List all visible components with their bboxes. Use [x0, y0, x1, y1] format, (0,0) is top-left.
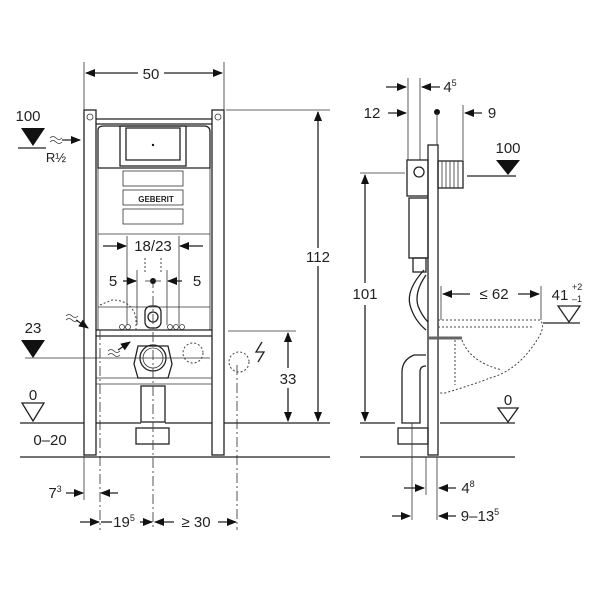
- water-connection-label: R½: [46, 150, 66, 165]
- side-depth-top-label: 45: [443, 78, 456, 96]
- frame: GEBERIT: [83, 109, 225, 456]
- mounting-holes: [119, 324, 185, 330]
- water-wave-icon: [65, 314, 79, 322]
- power-connection: [228, 341, 266, 373]
- water-inlet-height-label: 100: [15, 108, 40, 125]
- bowl-projection-label: ≤ 62: [479, 286, 508, 303]
- frame-height-label: 101: [352, 286, 377, 303]
- offset-left-label: 5: [109, 273, 117, 290]
- drain-height-label: 23: [25, 320, 42, 337]
- leg-offset-label: 73: [48, 484, 61, 502]
- water-wave-icon: [49, 136, 63, 144]
- power-height-label: 33: [280, 371, 297, 388]
- inlet-depth-label: 9: [488, 105, 496, 122]
- brand-logo: GEBERIT: [138, 195, 174, 204]
- offset-right-label: 5: [193, 273, 201, 290]
- side-view: 45 12 9 101 100: [352, 78, 582, 525]
- power-offset-label: ≥ 30: [181, 514, 210, 531]
- foot-depth-label: 48: [461, 479, 474, 497]
- cistern-depth-label: 12: [364, 105, 381, 122]
- water-inlet-marker: 100 R½: [15, 108, 81, 165]
- height-label: 112: [306, 249, 330, 266]
- width-label: 50: [143, 66, 160, 83]
- wall-distance-label: 9–135: [461, 507, 499, 525]
- supply-box: [182, 342, 204, 364]
- water-wave-icon: [107, 349, 121, 357]
- drain-height-marker: 23: [21, 314, 210, 359]
- flush-plate-spacing-label: 18/23: [134, 238, 172, 255]
- electric-bolt-icon: [254, 341, 266, 363]
- front-view: 50 GEBERIT: [15, 62, 336, 531]
- bowl-tolerance-minus: –1: [572, 294, 582, 304]
- inlet-hatch: [441, 161, 459, 188]
- bowl-height-label: 41: [552, 287, 569, 304]
- floor-level-label: 0: [29, 387, 37, 404]
- floor-buildup-label: 0–20: [33, 432, 66, 449]
- drain-offset-label: 195: [113, 513, 135, 531]
- side-inlet-height-label: 100: [495, 140, 520, 157]
- bowl-tolerance-plus: +2: [572, 282, 582, 292]
- side-floor-level-label: 0: [504, 392, 512, 409]
